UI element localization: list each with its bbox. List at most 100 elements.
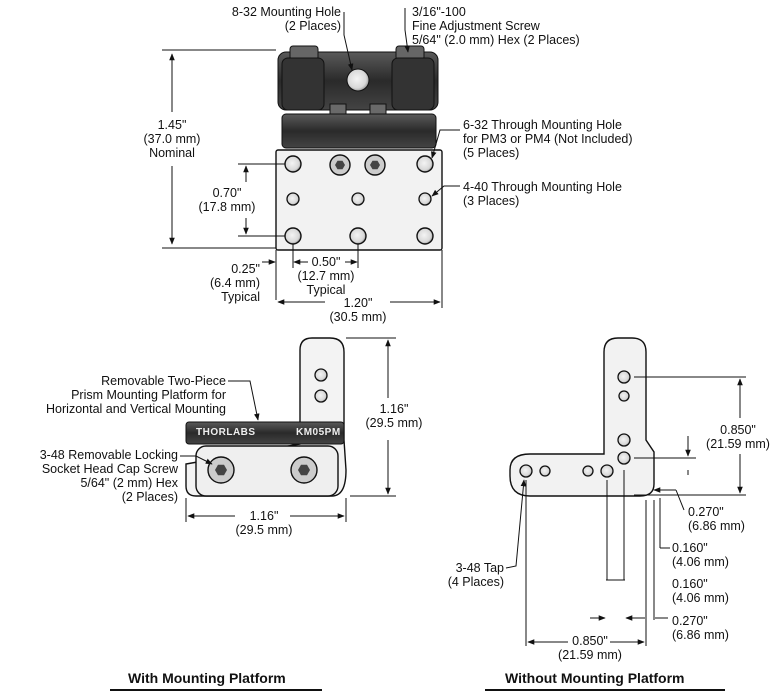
label-line: (29.5 mm) — [235, 523, 293, 537]
label-line: 4-40 Through Mounting Hole — [463, 180, 622, 194]
label-line: Socket Head Cap Screw — [41, 462, 178, 476]
knob-right — [391, 57, 435, 111]
label-line: 3-48 Tap — [455, 561, 504, 575]
tap-3-48 — [519, 464, 533, 478]
tap-3-48 — [617, 451, 631, 465]
with-platform-mount — [185, 337, 347, 497]
label-line: Fine Adjustment Screw — [412, 19, 540, 33]
label-line: (3 Places) — [463, 194, 520, 208]
label-line: (5 Places) — [463, 146, 520, 160]
label-dim-0-70: 0.70" (17.8 mm) — [192, 186, 262, 214]
label-line: (6.86 mm) — [672, 628, 729, 642]
label-line: (4.06 mm) — [672, 555, 729, 569]
label-line: (6.86 mm) — [688, 519, 745, 533]
tap-3-48 — [582, 465, 594, 477]
label-line: Typical — [306, 283, 346, 297]
top-view-mount — [275, 45, 443, 251]
hole-4-40 — [351, 192, 365, 206]
thorlabs-logo: THORLABS — [196, 427, 256, 438]
hole-6-32 — [284, 227, 302, 245]
tap-3-48 — [617, 433, 631, 447]
caption-underline — [485, 689, 725, 691]
tap-3-48 — [618, 390, 630, 402]
mounting-hole-8-32 — [346, 68, 370, 92]
label-dim-0-50: 0.50" (12.7 mm) Typical — [286, 255, 366, 297]
label-platform: Removable Two-Piece Prism Mounting Platf… — [0, 374, 226, 416]
label-height-1-45: 1.45" (37.0 mm) Nominal — [128, 118, 216, 160]
label-line: 1.16" — [379, 402, 409, 416]
label-line: 5/64" (2 mm) Hex — [80, 476, 178, 490]
label-line: for PM3 or PM4 (Not Included) — [463, 132, 633, 146]
knob-left — [281, 57, 325, 111]
label-line: Removable Two-Piece — [101, 374, 226, 388]
hole-6-32 — [416, 155, 434, 173]
label-line: (6.4 mm) — [210, 276, 260, 290]
label-line: 8-32 Mounting Hole — [231, 5, 341, 19]
label-mounting-hole: 8-32 Mounting Hole (2 Places) — [196, 5, 341, 33]
label-dim-0-270-b: 0.270" (6.86 mm) — [672, 614, 729, 642]
label-line: (4 Places) — [447, 575, 504, 589]
label-line: 1.45" — [157, 118, 187, 132]
label-locking-screw: 3-48 Removable Locking Socket Head Cap S… — [0, 448, 178, 504]
label-line: Typical — [221, 290, 260, 304]
label-line: (4.06 mm) — [672, 591, 729, 605]
label-line: 0.50" — [311, 255, 341, 269]
label-line: 0.25" — [231, 262, 260, 276]
label-line: Nominal — [149, 146, 195, 160]
platform-plate — [185, 421, 345, 445]
hex-socket — [335, 160, 345, 170]
label-tap: 3-48 Tap (4 Places) — [424, 561, 504, 589]
hole-6-32 — [416, 227, 434, 245]
label-line: 0.70" — [212, 186, 242, 200]
label-line: 6-32 Through Mounting Hole — [463, 118, 622, 132]
hole-4-40 — [286, 192, 300, 206]
label-line: 1.20" — [343, 296, 373, 310]
tap-3-48 — [539, 465, 551, 477]
label-dim-0-25: 0.25" (6.4 mm) Typical — [190, 262, 260, 304]
label-dim-0-160-b: 0.160" (4.06 mm) — [672, 577, 729, 605]
spring-left — [329, 103, 347, 115]
label-line: (37.0 mm) — [143, 132, 201, 146]
label-line: 0.270" — [672, 614, 708, 628]
label-line: 0.160" — [672, 541, 708, 555]
label-line: 0.850" — [572, 634, 608, 648]
hole-4-40 — [418, 192, 432, 206]
without-platform-dimensions — [505, 376, 746, 646]
label-dim-0-850-horizontal: 0.850" (21.59 mm) — [548, 634, 632, 662]
spring-right — [369, 103, 387, 115]
label-line: 5/64" (2.0 mm) Hex (2 Places) — [412, 33, 580, 47]
with-platform-dimensions — [180, 337, 396, 522]
tap-3-48 — [600, 464, 614, 478]
hole-6-32 — [349, 227, 367, 245]
model-number: KM05PM — [296, 427, 341, 438]
label-fine-screw: 3/16"-100 Fine Adjustment Screw 5/64" (2… — [412, 5, 580, 47]
label-dim-0-160-a: 0.160" (4.06 mm) — [672, 541, 729, 569]
label-line: 0.160" — [672, 577, 708, 591]
tap-3-48 — [617, 370, 631, 384]
hole-3-48 — [314, 368, 328, 382]
label-line: (29.5 mm) — [365, 416, 423, 430]
label-line: 3-48 Removable Locking — [39, 448, 178, 462]
hex-socket — [298, 464, 310, 476]
label-through-hole-4-40: 4-40 Through Mounting Hole (3 Places) — [463, 180, 622, 208]
caption-without-platform: Without Mounting Platform — [505, 670, 685, 686]
label-dim-1-16-vertical: 1.16" (29.5 mm) — [358, 402, 430, 430]
top-view-dimensions — [162, 8, 460, 308]
middle-plate — [281, 113, 437, 149]
label-dim-1-16-horizontal: 1.16" (29.5 mm) — [228, 509, 300, 537]
hex-socket — [215, 464, 227, 476]
label-line: Prism Mounting Platform for — [71, 388, 226, 402]
label-line: (30.5 mm) — [329, 310, 387, 324]
label-line: (21.59 mm) — [706, 437, 770, 451]
label-line: (2 Places) — [121, 490, 178, 504]
label-dim-1-20: 1.20" (30.5 mm) — [320, 296, 396, 324]
caption-underline — [110, 689, 322, 691]
caption-with-platform: With Mounting Platform — [128, 670, 286, 686]
label-line: (2 Places) — [284, 19, 341, 33]
label-line: 3/16"-100 — [412, 5, 466, 19]
label-line: 1.16" — [249, 509, 279, 523]
label-line: 0.850" — [720, 423, 756, 437]
label-dim-0-270-a: 0.270" (6.86 mm) — [688, 505, 745, 533]
label-through-hole-6-32: 6-32 Through Mounting Hole for PM3 or PM… — [463, 118, 633, 160]
